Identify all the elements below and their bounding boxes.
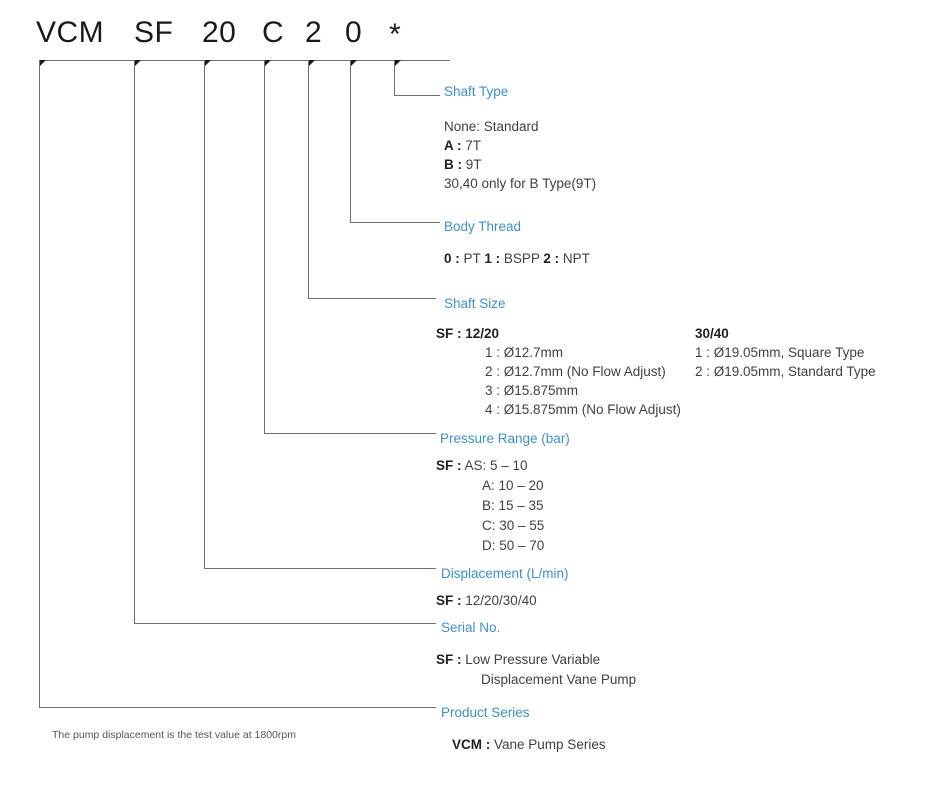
- shaft-size-item-3040-2: 2 : Ø19.05mm, Standard Type: [695, 364, 876, 379]
- leader-shaft-size: [308, 298, 436, 299]
- bracket-displacement-stem: [204, 60, 205, 568]
- code-token-body-thread: 0: [345, 16, 363, 49]
- body-thread-key-2: 2 :: [543, 251, 560, 266]
- product-series-value: Vane Pump Series: [494, 737, 606, 752]
- section-title-shaft-type: Shaft Type: [444, 84, 509, 99]
- body-thread-key-1: 1 :: [484, 251, 501, 266]
- pressure-range-item-2: B: 15 – 35: [482, 498, 544, 513]
- body-thread-value-1: BSPP: [503, 251, 540, 266]
- product-series-key-vcm: VCM :: [452, 737, 491, 752]
- bracket-product-series-stem: [39, 60, 40, 707]
- product-series-row: VCM : Vane Pump Series: [452, 735, 606, 755]
- shaft-size-key-sf: SF :: [436, 326, 462, 341]
- shaft-size-item-3: 3 : Ø15.875mm: [485, 383, 579, 398]
- bracket-product-series-top: [39, 60, 134, 61]
- serial-no-key-sf: SF :: [436, 652, 462, 667]
- section-title-product-series: Product Series: [441, 705, 530, 720]
- bracket-shaft-type-corner: [394, 60, 401, 67]
- serial-no-value-line2: Displacement Vane Pump: [481, 672, 637, 687]
- shaft-type-value-a: 7T: [465, 138, 482, 153]
- leader-shaft-type: [394, 95, 440, 96]
- bracket-serial-no-stem: [134, 60, 135, 623]
- body-thread-value-0: PT: [463, 251, 481, 266]
- body-thread-inline: 0 : PT 1 : BSPP 2 : NPT: [444, 249, 590, 269]
- section-title-serial-no: Serial No.: [441, 620, 501, 635]
- bracket-shaft-type-top: [394, 60, 450, 61]
- bracket-displacement-top: [204, 60, 264, 61]
- shaft-type-key-b: B :: [444, 157, 462, 172]
- footnote-text: The pump displacement is the test value …: [52, 729, 296, 741]
- displacement-key-sf: SF :: [436, 593, 462, 608]
- displacement-row: SF : 12/20/30/40: [436, 591, 537, 611]
- displacement-value: 12/20/30/40: [465, 593, 537, 608]
- serial-no-value-line1: Low Pressure Variable: [465, 652, 601, 667]
- leader-serial-no: [134, 623, 436, 624]
- shaft-size-group-left: SF : 12/20: [436, 324, 499, 344]
- leader-pressure-range: [264, 433, 436, 434]
- shaft-size-item-3040-1: 1 : Ø19.05mm, Square Type: [695, 345, 865, 360]
- leader-displacement: [204, 568, 436, 569]
- bracket-displacement-corner: [204, 60, 211, 67]
- section-title-body-thread: Body Thread: [444, 219, 522, 234]
- leader-product-series: [39, 707, 436, 708]
- bracket-serial-no-top: [134, 60, 204, 61]
- shaft-size-label-3040: 30/40: [695, 326, 729, 341]
- code-token-shaft-type: *: [389, 18, 402, 51]
- bracket-body-thread-corner: [350, 60, 357, 67]
- shaft-type-line-3: 30,40 only for B Type(9T): [444, 176, 597, 191]
- bracket-shaft-size-top: [308, 60, 350, 61]
- shaft-size-item-4: 4 : Ø15.875mm (No Flow Adjust): [485, 402, 681, 417]
- pressure-range-item-1: A: 10 – 20: [482, 478, 544, 493]
- bracket-pressure-range-top: [264, 60, 308, 61]
- code-token-serial-no: SF: [134, 16, 174, 49]
- bracket-serial-no-corner: [134, 60, 141, 67]
- pressure-range-item-0: AS: 5 – 10: [464, 458, 528, 473]
- bracket-body-thread-stem: [350, 60, 351, 222]
- section-title-pressure-range: Pressure Range (bar): [440, 431, 570, 446]
- shaft-type-key-a: A :: [444, 138, 462, 153]
- code-token-pressure-range: C: [262, 16, 285, 49]
- pressure-range-key-sf: SF :: [436, 458, 462, 473]
- bracket-body-thread-top: [350, 60, 394, 61]
- bracket-shaft-size-corner: [308, 60, 315, 67]
- serial-no-row: SF : Low Pressure Variable: [436, 650, 600, 670]
- code-token-product-series: VCM: [36, 16, 105, 49]
- shaft-type-line-1: A : 7T: [444, 136, 481, 156]
- shaft-type-value-b: 9T: [465, 157, 482, 172]
- shaft-type-line-0: None: Standard: [444, 119, 539, 134]
- bracket-shaft-type-stem: [394, 60, 395, 95]
- shaft-type-line-2: B : 9T: [444, 155, 482, 175]
- body-thread-value-2: NPT: [562, 251, 590, 266]
- shaft-size-item-2: 2 : Ø12.7mm (No Flow Adjust): [485, 364, 666, 379]
- section-title-shaft-size: Shaft Size: [444, 296, 506, 311]
- bracket-pressure-range-stem: [264, 60, 265, 433]
- code-token-shaft-size: 2: [305, 16, 323, 49]
- shaft-size-item-1: 1 : Ø12.7mm: [485, 345, 564, 360]
- section-title-displacement: Displacement (L/min): [441, 566, 569, 581]
- pressure-range-item-4: D: 50 – 70: [482, 538, 545, 553]
- bracket-shaft-size-stem: [308, 60, 309, 298]
- leader-body-thread: [350, 222, 440, 223]
- bracket-product-series-corner: [39, 60, 46, 67]
- pressure-range-item-3: C: 30 – 55: [482, 518, 545, 533]
- pressure-range-row-0: SF : AS: 5 – 10: [436, 456, 528, 476]
- shaft-size-label-1220: 12/20: [465, 326, 500, 341]
- bracket-pressure-range-corner: [264, 60, 271, 67]
- code-token-displacement: 20: [202, 16, 237, 49]
- body-thread-key-0: 0 :: [444, 251, 460, 266]
